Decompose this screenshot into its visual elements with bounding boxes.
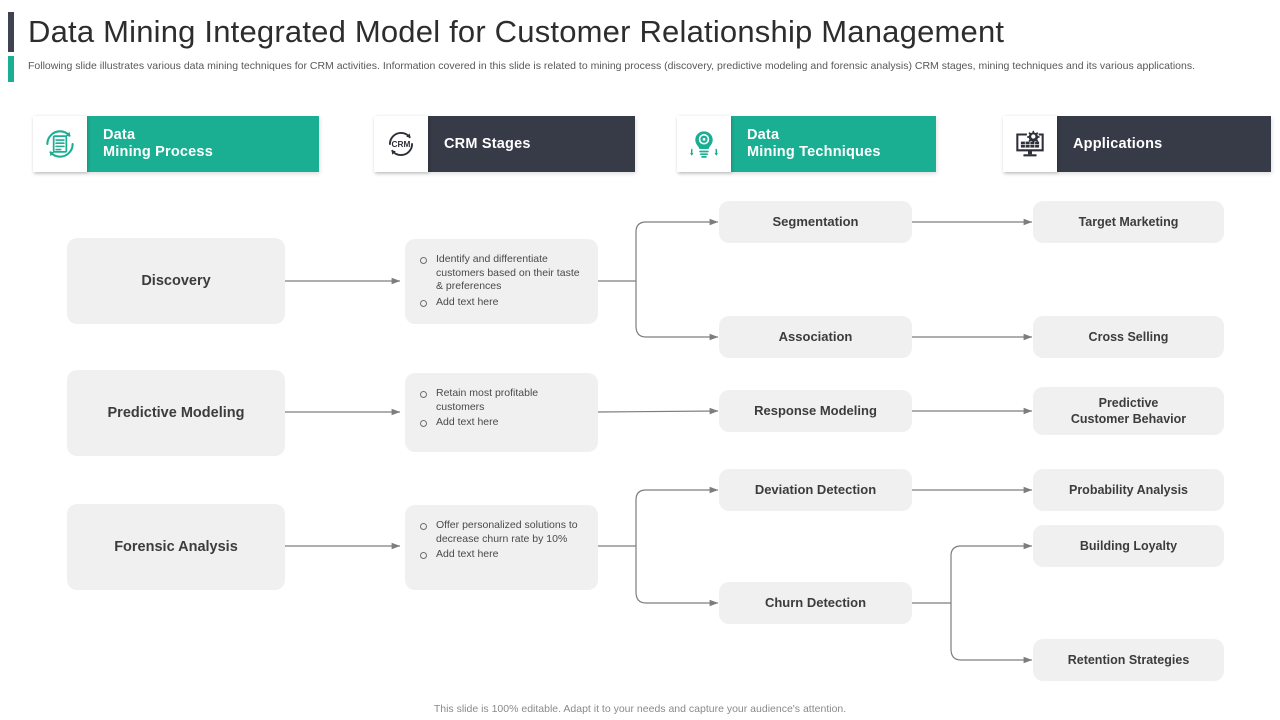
application-line2: Customer Behavior (1070, 412, 1187, 426)
page-subtitle: Following slide illustrates various data… (28, 60, 1196, 72)
column-header-label: CRM Stages (428, 136, 531, 153)
technique-node-churn-detection[interactable]: Churn Detection (719, 582, 912, 624)
application-node-predictive-customer-behavior[interactable]: Predictive Customer Behavior (1033, 387, 1224, 435)
application-node-cross-selling[interactable]: Cross Selling (1033, 316, 1224, 358)
column-header-data-mining-techniques[interactable]: Data Mining Techniques (677, 116, 936, 172)
title-accent-bar (8, 12, 14, 52)
wire-stage2-to-response (597, 407, 719, 415)
process-node-forensic-analysis[interactable]: Forensic Analysis (67, 504, 285, 590)
stage-detail-predictive-modeling[interactable]: Retain most profitable customers Add tex… (405, 373, 598, 452)
column-header-applications[interactable]: Applications (1003, 116, 1271, 172)
subtitle-accent-bar (8, 56, 14, 82)
wire-branch1-bottom (635, 325, 716, 338)
column-header-line1: Data (103, 127, 136, 143)
technique-node-deviation-detection[interactable]: Deviation Detection (719, 469, 912, 511)
crm-cycle-icon: CRM (374, 116, 428, 172)
stage-bullet: Identify and differentiate customers bas… (417, 253, 586, 294)
column-header-line2: Mining Process (103, 144, 213, 160)
application-node-retention-strategies[interactable]: Retention Strategies (1033, 639, 1224, 681)
wire-branch3-top (950, 545, 1030, 557)
application-line1: Probability Analysis (1068, 483, 1189, 497)
lightbulb-gear-icon (677, 116, 731, 172)
application-node-target-marketing[interactable]: Target Marketing (1033, 201, 1224, 243)
application-node-building-loyalty[interactable]: Building Loyalty (1033, 525, 1224, 567)
application-line1: Retention Strategies (1067, 653, 1190, 667)
application-line1: Target Marketing (1078, 215, 1179, 229)
technique-node-segmentation[interactable]: Segmentation (719, 201, 912, 243)
column-header-line1: Applications (1073, 135, 1163, 152)
application-line1: Predictive (1098, 396, 1159, 410)
stage-bullet: Offer personalized solutions to decrease… (417, 519, 586, 546)
wire-branch2-bottom (635, 591, 716, 604)
page-title: Data Mining Integrated Model for Custome… (28, 14, 1005, 49)
wire-branch2-top (635, 489, 716, 501)
column-header-label: Applications (1057, 136, 1162, 153)
stage-bullet: Add text here (417, 548, 586, 562)
monitor-gear-icon (1003, 116, 1057, 172)
column-header-line1: CRM Stages (444, 135, 531, 152)
wire-branch3-bottom (950, 648, 1030, 661)
column-header-crm-stages[interactable]: CRM CRM Stages (374, 116, 635, 172)
svg-text:CRM: CRM (392, 139, 411, 149)
column-header-line2: Mining Techniques (747, 144, 881, 160)
column-header-line1: Data (747, 127, 780, 143)
application-node-probability-analysis[interactable]: Probability Analysis (1033, 469, 1224, 511)
slide-footer-note: This slide is 100% editable. Adapt it to… (433, 703, 847, 715)
application-line1: Cross Selling (1088, 330, 1169, 344)
wire-branch1-top (635, 221, 716, 233)
stage-detail-discovery[interactable]: Identify and differentiate customers bas… (405, 239, 598, 324)
stage-detail-forensic-analysis[interactable]: Offer personalized solutions to decrease… (405, 505, 598, 590)
application-line1: Building Loyalty (1079, 539, 1178, 553)
technique-node-association[interactable]: Association (719, 316, 912, 358)
process-node-discovery[interactable]: Discovery (67, 238, 285, 324)
stage-bullet: Retain most profitable customers (417, 387, 586, 414)
process-node-predictive-modeling[interactable]: Predictive Modeling (67, 370, 285, 456)
column-header-label: Data Mining Process (87, 127, 213, 161)
document-refresh-icon (33, 116, 87, 172)
stage-bullet: Add text here (417, 416, 586, 430)
stage-bullet: Add text here (417, 296, 586, 310)
column-header-data-mining-process[interactable]: Data Mining Process (33, 116, 319, 172)
column-header-label: Data Mining Techniques (731, 127, 881, 161)
technique-node-response-modeling[interactable]: Response Modeling (719, 390, 912, 432)
